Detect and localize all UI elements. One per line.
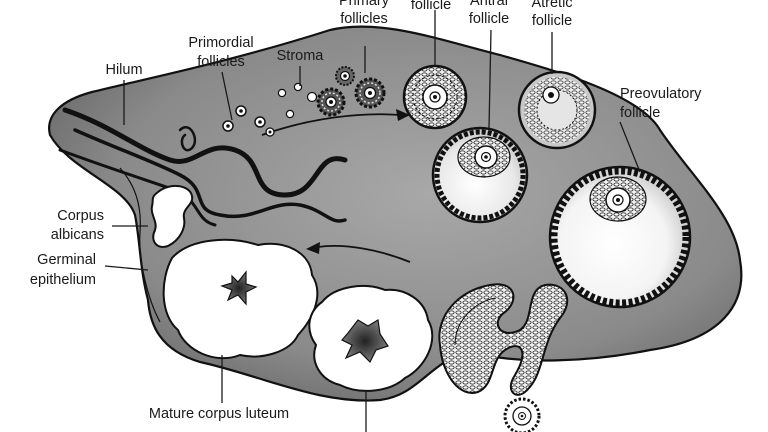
- germinal-epithelium-line: [119, 167, 161, 323]
- preovulatory-follicle: [548, 165, 692, 309]
- primary-follicles: [316, 66, 386, 117]
- secondary-follicle: [402, 64, 468, 130]
- corpus-albicans: [150, 184, 194, 248]
- label-atretic-follicle-line1: Atretic: [531, 0, 572, 11]
- primordial-follicles: [222, 105, 275, 137]
- label-antral-follicle-line2: follicle: [469, 11, 509, 27]
- development-arrow: [261, 109, 410, 136]
- label-corpus-albicans-line1: Corpus: [57, 208, 104, 224]
- label-secondary-follicle: follicle: [411, 0, 451, 13]
- leader-lines: [104, 10, 641, 432]
- ovulated-oocyte: [503, 397, 541, 432]
- label-atretic-follicle-line2: follicle: [532, 13, 572, 29]
- label-primordial-follicles-line2: follicles: [197, 54, 245, 70]
- label-mature-corpus-luteum: Mature corpus luteum: [149, 406, 289, 422]
- label-hilum: Hilum: [105, 62, 142, 78]
- stroma-cells: [277, 82, 318, 119]
- label-preovulatory-follicle-line2: follicle: [620, 105, 660, 121]
- regressing-corpus-luteum: [308, 285, 434, 392]
- label-preovulatory-follicle-line1: Preovulatory: [620, 86, 702, 102]
- label-corpus-albicans-line2: albicans: [51, 227, 104, 243]
- luteal-arrow: [306, 242, 411, 263]
- label-antral-follicle-line1: Antral: [470, 0, 508, 9]
- ruptured-follicle: [438, 283, 569, 396]
- label-germinal-epithelium-line1: Germinal: [37, 252, 96, 268]
- label-primary-follicles-line1: Primary: [339, 0, 390, 9]
- mature-corpus-luteum: [162, 238, 319, 360]
- diagram-labels: Primary follicles follicle Antral follic…: [30, 0, 702, 422]
- atretic-follicle: [517, 70, 597, 150]
- label-stroma: Stroma: [277, 48, 325, 64]
- label-primordial-follicles-line1: Primordial: [188, 35, 253, 51]
- label-primary-follicles-line2: follicles: [340, 11, 388, 27]
- antral-follicle: [431, 126, 529, 224]
- label-germinal-epithelium-line2: epithelium: [30, 272, 96, 288]
